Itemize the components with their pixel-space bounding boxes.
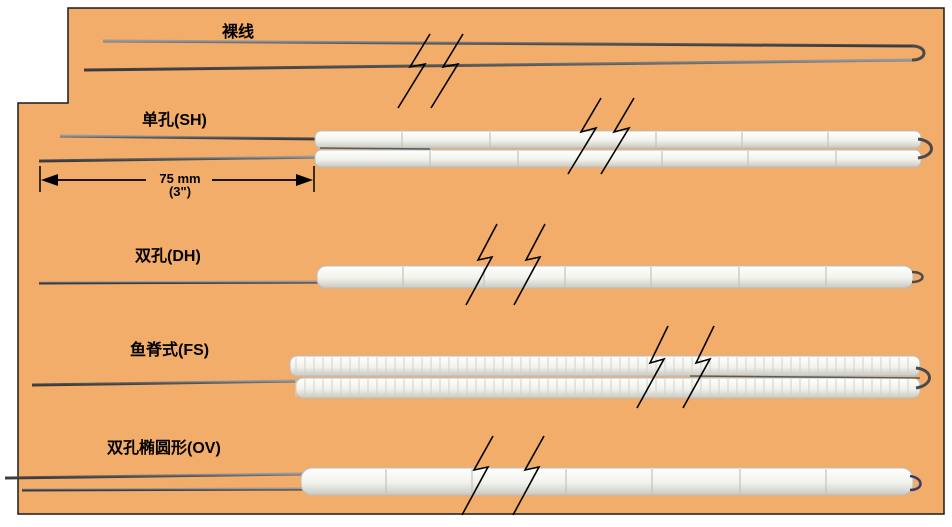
- dimension-imperial: (3"): [168, 184, 192, 199]
- ov-wire-lower: [21, 487, 306, 492]
- fs-wire-lower: [31, 379, 301, 387]
- dimension-label: 75 mm (3"): [140, 172, 220, 198]
- sh-insulator-lower: [314, 149, 922, 168]
- fishbone-sample: [31, 355, 931, 399]
- break-mark-row3: [465, 223, 546, 306]
- break-mark-row1: [397, 33, 464, 109]
- dh-wire-lower: [38, 280, 321, 285]
- sh-wire-upper: [59, 134, 321, 141]
- oval-sample: [4, 467, 922, 496]
- dimension-arrow: [39, 166, 315, 192]
- double-hole-sample: [38, 265, 924, 289]
- label-bare-wire: 裸线: [222, 24, 255, 41]
- label-fishbone: 鱼脊式(FS): [130, 342, 210, 359]
- dh-wire-loop: [911, 270, 924, 284]
- break-mark-row5: [461, 435, 545, 516]
- bare-wire-sample: [83, 39, 926, 72]
- fs-insulator-upper: [289, 355, 921, 377]
- ov-wire-upper: [4, 472, 306, 480]
- fs-wire-loop: [915, 366, 931, 390]
- sh-wire-lower: [38, 155, 321, 163]
- dh-insulator: [316, 265, 914, 289]
- sh-wire-loop: [917, 137, 933, 160]
- bare-wire-lower: [83, 58, 916, 72]
- ov-wire-loop: [909, 474, 922, 492]
- label-double-hole-oval: 双孔椭圆形(OV): [107, 440, 221, 457]
- single-hole-sample: [38, 130, 933, 168]
- label-single-hole: 单孔(SH): [142, 112, 207, 129]
- bare-wire-loop: [911, 44, 926, 62]
- bare-wire-upper: [102, 39, 916, 48]
- break-mark-row4: [636, 325, 715, 409]
- label-double-hole: 双孔(DH): [135, 248, 201, 265]
- fs-insulator-lower: [295, 377, 921, 399]
- break-mark-row2: [567, 97, 635, 175]
- ov-insulator: [300, 467, 914, 496]
- dimension-metric: 75 mm: [159, 171, 201, 186]
